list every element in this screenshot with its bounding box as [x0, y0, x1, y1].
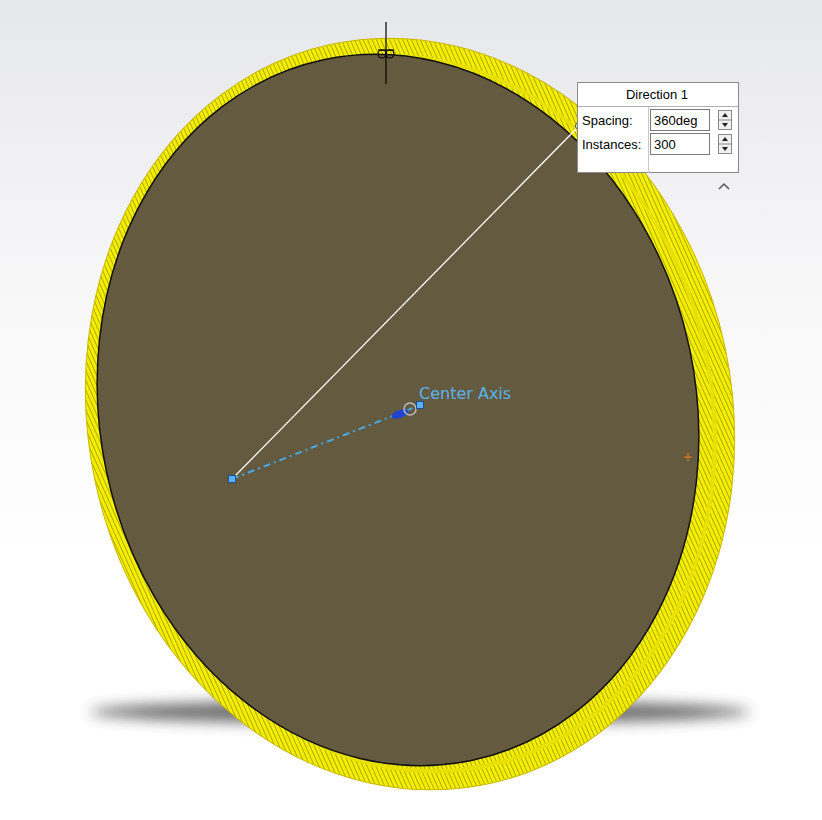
axis-point	[404, 403, 416, 415]
top-marker	[378, 22, 394, 84]
callout-heading: Direction 1	[578, 87, 736, 102]
axis-label: Center Axis	[419, 384, 511, 403]
axis-handle	[229, 476, 236, 483]
coin-face	[32, 0, 764, 820]
orange-origin	[684, 453, 692, 461]
spinner-button	[718, 134, 732, 154]
value-field: 300	[650, 133, 710, 155]
property-callout: Direction 1 Spacing: Instances: 360deg 300	[577, 82, 739, 173]
collapse-chevron	[719, 184, 729, 189]
field-label: Instances:	[582, 137, 641, 152]
leader-line	[232, 127, 578, 479]
spinner-button	[718, 110, 732, 130]
column-separator	[648, 107, 649, 173]
field-value: 300	[654, 137, 676, 152]
field-value: 360deg	[654, 113, 697, 128]
field-label: Spacing:	[582, 113, 633, 128]
coin-body	[16, 0, 803, 820]
center-axis-line	[232, 406, 418, 479]
header-separator	[578, 106, 738, 107]
value-field: 360deg	[650, 109, 710, 131]
